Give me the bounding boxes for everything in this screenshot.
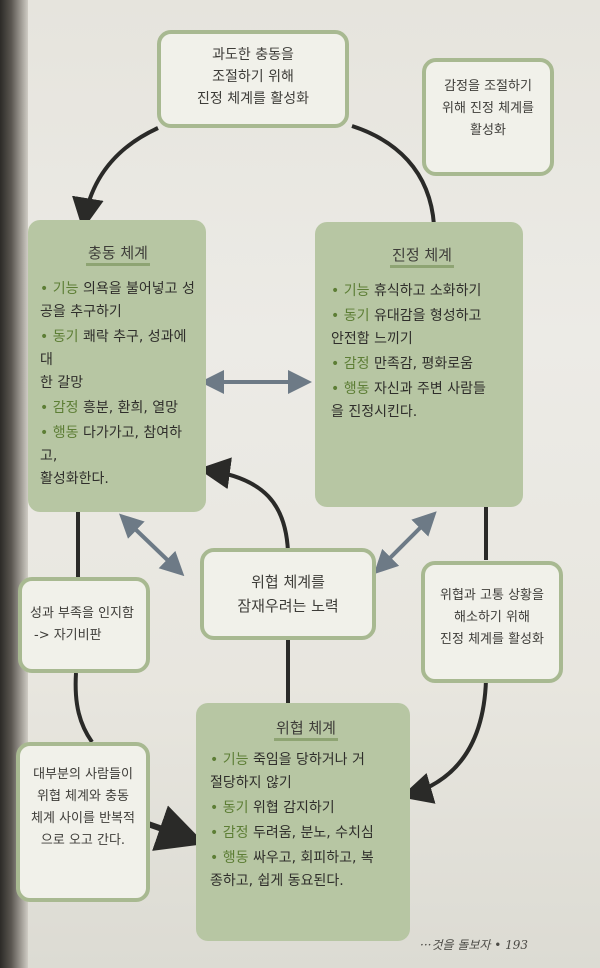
arrow-left-to-threat	[147, 805, 206, 851]
drive-keyword-behavior: 행동	[52, 425, 79, 441]
threat-system-title: 위협 체계	[274, 719, 338, 741]
drive-system-title: 충동 체계	[86, 244, 150, 266]
threat-item-emotion: • 감정 두려움, 분노, 수치심	[210, 825, 374, 841]
double-arrow-soothing-center	[373, 511, 437, 575]
note-right-mid: 위협과 고통 상황을 해소하기 위해 진정 체계를 활성화	[421, 561, 563, 683]
soothing-keyword-behavior: 행동	[343, 381, 370, 397]
note-left-bottom: 대부분의 사람들이 위협 체계와 충동 체계 사이를 반복적 으로 오고 간다.	[16, 742, 150, 902]
top-box-line-1: 과도한 충동을	[212, 47, 294, 63]
arrow-top-to-drive	[72, 126, 159, 230]
soothing-item-emotion: • 감정 만족감, 평화로움	[331, 356, 473, 372]
note-top-right-line-3: 활성화	[470, 123, 506, 138]
soothing-keyword-emotion: 감정	[343, 356, 370, 372]
drive-keyword-emotion: 감정	[52, 400, 79, 416]
page-footer: ···것을 돌보자 • 193	[420, 938, 529, 952]
top-box-line-3: 진정 체계를 활성화	[197, 91, 309, 107]
note-left-mid-line-1: 성과 부족을 인지함	[30, 606, 134, 621]
arrow-right-to-threat	[400, 679, 488, 804]
top-box-regulate-drive: 과도한 충동을 조절하기 위해 진정 체계를 활성화	[157, 30, 349, 128]
threat-item-motive: • 동기 위협 감지하기	[210, 800, 335, 816]
line-soothing-to-top	[351, 124, 436, 226]
note-top-right: 감정을 조절하기 위해 진정 체계를 활성화	[422, 58, 554, 176]
note-right-mid-line-1: 위협과 고통 상황을	[440, 588, 544, 603]
note-left-bottom-line-3: 체계 사이를 반복적	[31, 811, 135, 826]
arrow-center-to-drive	[198, 457, 290, 553]
note-right-mid-line-2: 해소하기 위해	[454, 610, 530, 625]
line-left-curve	[73, 672, 94, 744]
threat-keyword-function: 기능	[222, 752, 249, 768]
soothing-keyword-function: 기능	[343, 283, 370, 299]
soothing-system-title: 진정 체계	[390, 246, 454, 268]
note-left-mid-line-2: -> 자기비판	[34, 628, 102, 643]
soothing-keyword-motive: 동기	[343, 308, 370, 324]
note-right-mid-line-3: 진정 체계를 활성화	[440, 632, 544, 647]
note-left-bottom-line-2: 위협 체계와 충동	[37, 789, 129, 804]
center-box-line-1: 위협 체계를	[251, 573, 325, 591]
note-left-bottom-line-1: 대부분의 사람들이	[33, 767, 133, 782]
threat-keyword-emotion: 감정	[222, 825, 249, 841]
note-left-bottom-line-4: 으로 오고 간다.	[40, 833, 126, 848]
drive-item-behavior: • 행동 다가가고, 참여하고,활성화한다.	[40, 425, 182, 487]
threat-keyword-motive: 동기	[222, 800, 249, 816]
note-top-right-line-2: 위해 진정 체계를	[442, 101, 534, 116]
center-box-line-2: 잠재우려는 노력	[237, 597, 339, 615]
double-arrow-drive-center	[119, 513, 185, 577]
top-box-line-2: 조절하기 위해	[212, 69, 294, 85]
threat-keyword-behavior: 행동	[222, 850, 249, 866]
drive-keyword-motive: 동기	[52, 329, 79, 345]
note-left-mid: 성과 부족을 인지함 -> 자기비판	[18, 577, 150, 673]
drive-item-emotion: • 감정 흥분, 환희, 열망	[40, 400, 179, 416]
note-top-right-line-1: 감정을 조절하기	[444, 79, 532, 94]
center-box-calm-threat: 위협 체계를 잠재우려는 노력	[200, 548, 376, 640]
drive-keyword-function: 기능	[52, 281, 79, 297]
soothing-item-function: • 기능 휴식하고 소화하기	[331, 283, 482, 299]
